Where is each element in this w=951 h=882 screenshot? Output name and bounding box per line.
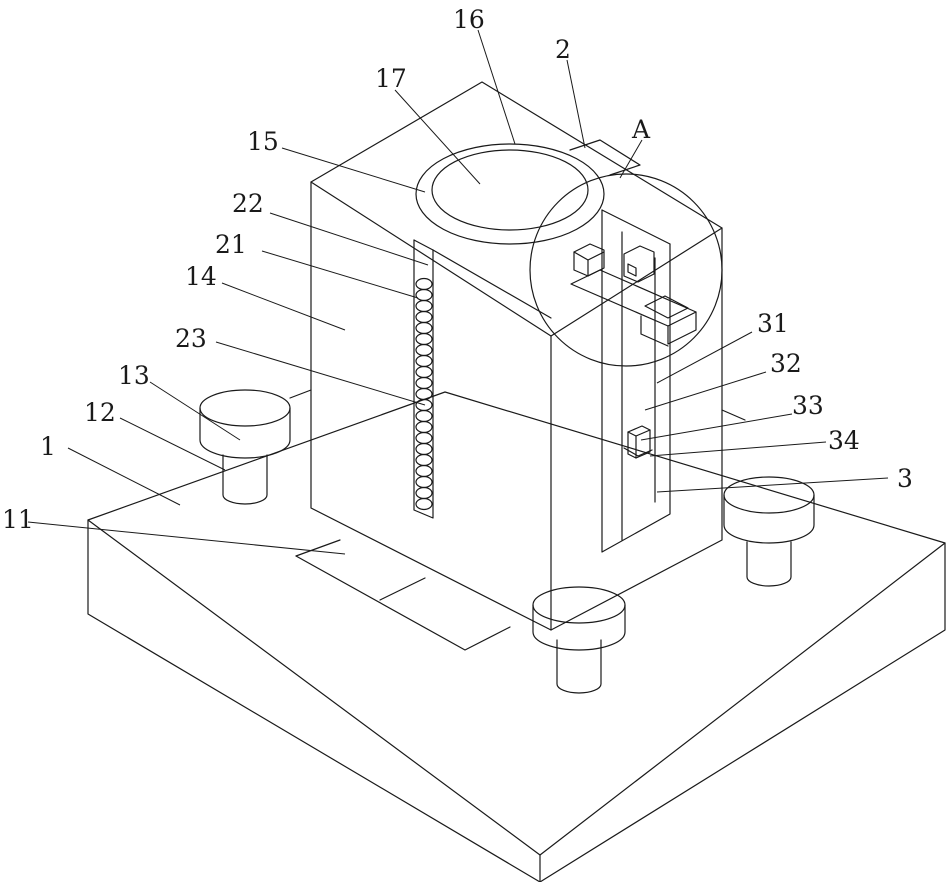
screw-thread — [416, 411, 432, 422]
label-13: 13 — [118, 361, 150, 390]
screw-thread — [416, 279, 432, 290]
screw-thread — [416, 378, 432, 389]
label-a: A — [631, 115, 651, 144]
screw-thread — [416, 444, 432, 455]
label-12: 12 — [84, 398, 116, 427]
lead-screw — [416, 279, 432, 510]
label-14: 14 — [185, 262, 217, 291]
screw-thread — [416, 488, 432, 499]
screw-thread — [416, 466, 432, 477]
screw-thread — [416, 389, 432, 400]
support-foot-front — [533, 587, 625, 693]
label-23: 23 — [175, 324, 207, 353]
label-21: 21 — [215, 230, 247, 259]
leader-lines — [28, 30, 888, 554]
label-17: 17 — [375, 64, 407, 93]
label-31: 31 — [757, 309, 789, 338]
main-housing — [290, 82, 745, 630]
screw-thread — [416, 345, 432, 356]
label-22: 22 — [232, 189, 264, 218]
screw-thread — [416, 290, 432, 301]
reference-labels: 1 11 12 13 14 15 16 17 2 A 21 22 23 3 31… — [2, 5, 913, 534]
support-foot-back-left — [200, 390, 290, 504]
label-15: 15 — [247, 127, 279, 156]
slider-block — [624, 426, 652, 458]
support-foot-back-right — [724, 477, 814, 586]
label-1: 1 — [40, 432, 56, 461]
screw-thread — [416, 477, 432, 488]
screw-thread — [416, 433, 432, 444]
clamp-arm — [571, 244, 696, 346]
screw-thread — [416, 301, 432, 312]
screw-thread — [416, 499, 432, 510]
screw-thread — [416, 323, 432, 334]
screw-thread — [416, 367, 432, 378]
screw-thread — [416, 422, 432, 433]
screw-thread — [416, 334, 432, 345]
screw-thread — [416, 356, 432, 367]
screw-thread — [416, 455, 432, 466]
slot-plate — [296, 540, 510, 650]
top-ring — [416, 144, 604, 244]
label-16: 16 — [453, 5, 485, 34]
label-32: 32 — [770, 349, 802, 378]
label-3: 3 — [897, 464, 913, 493]
screw-thread — [416, 312, 432, 323]
detail-circle-a — [530, 174, 722, 366]
label-34: 34 — [828, 426, 860, 455]
label-11: 11 — [2, 505, 34, 534]
label-33: 33 — [792, 391, 824, 420]
label-2: 2 — [555, 35, 571, 64]
